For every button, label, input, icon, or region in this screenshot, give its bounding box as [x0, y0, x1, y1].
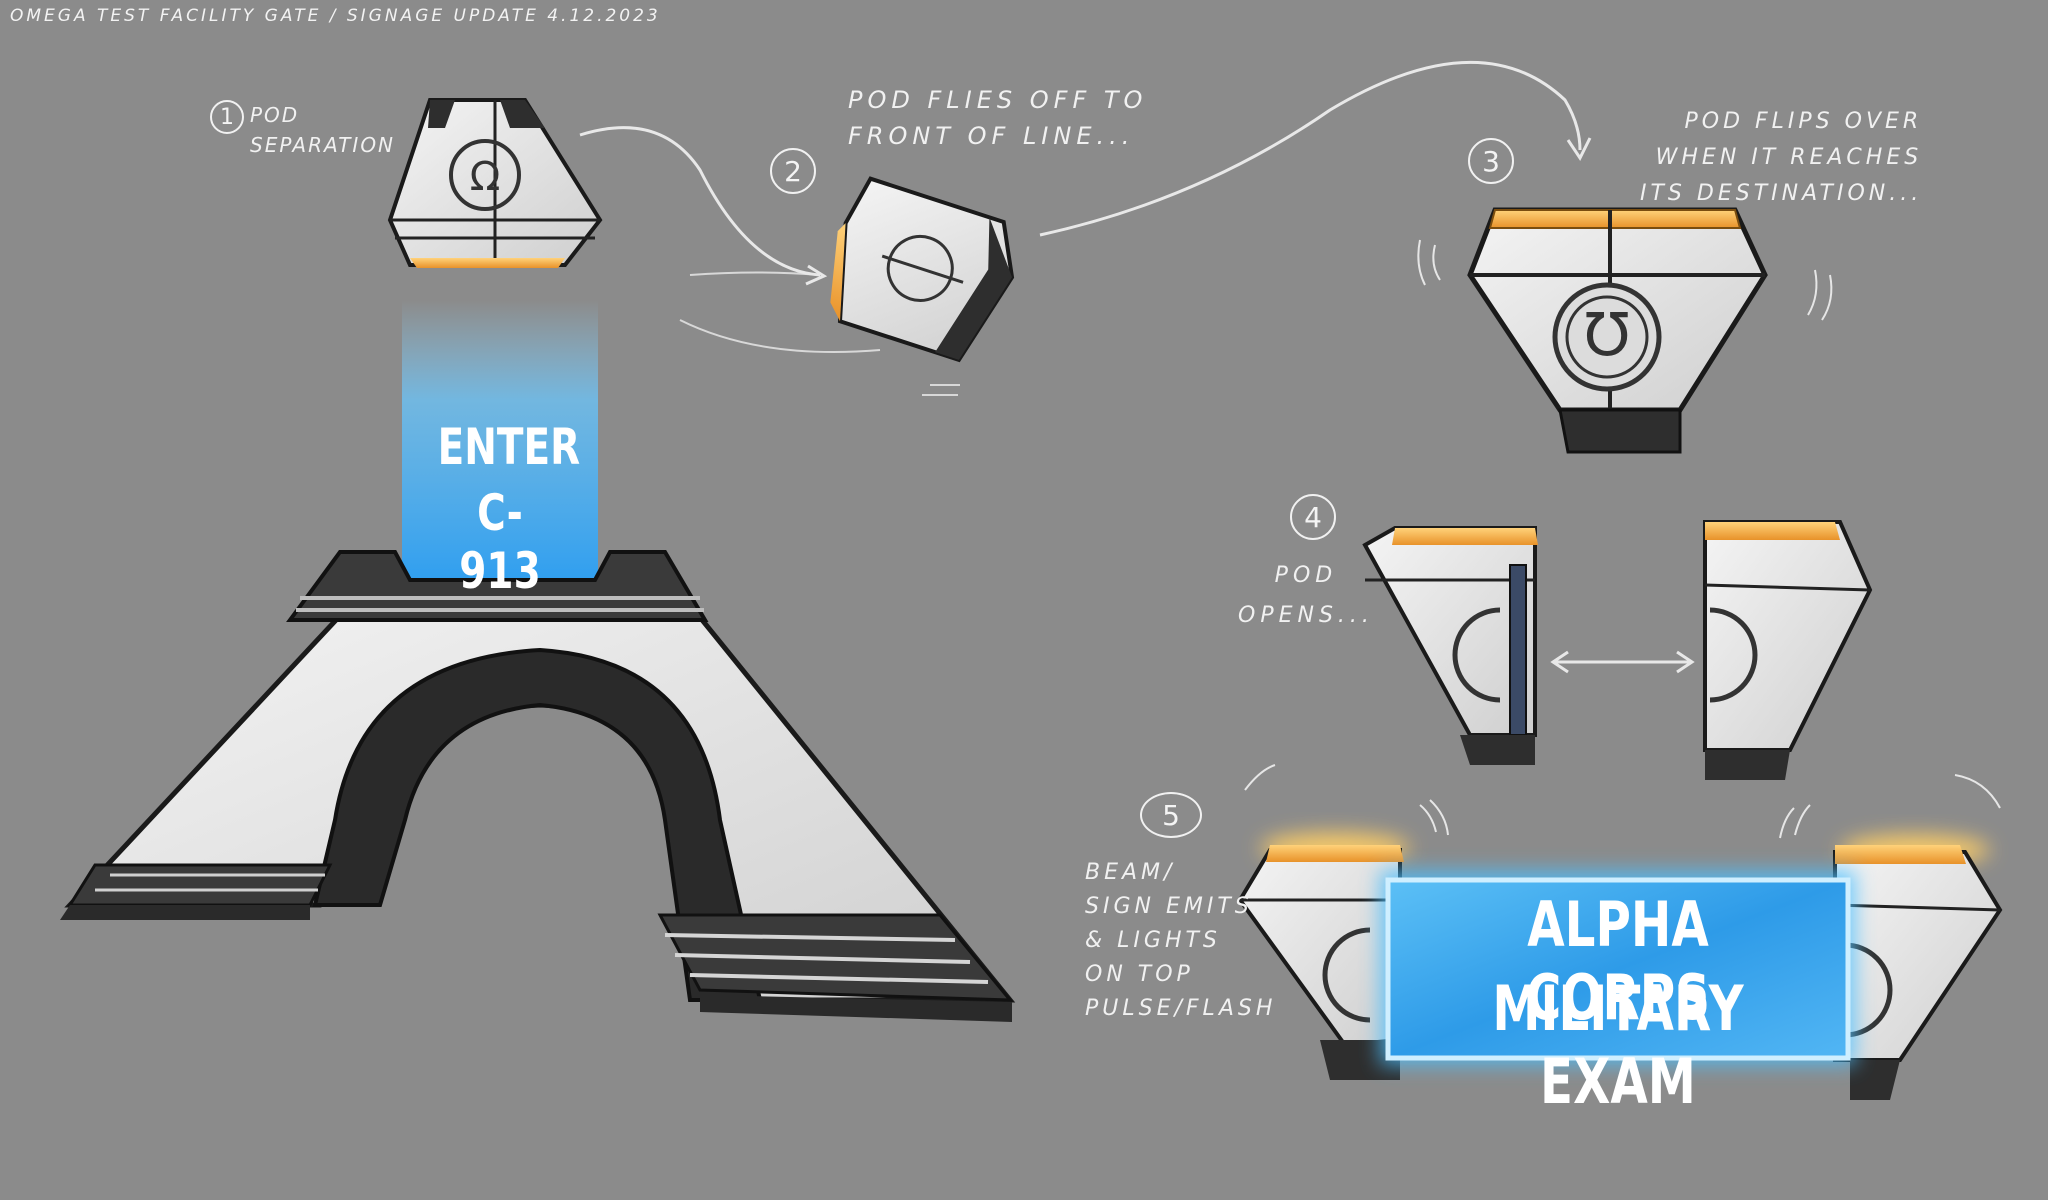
- gate-left-stripes: [60, 863, 333, 920]
- banner-screen: [1385, 877, 1851, 1061]
- step-1-badge: 1: [210, 100, 244, 134]
- gate-beam: [402, 300, 598, 585]
- gate-sign-line1: ENTER: [437, 418, 581, 476]
- pod-open-left: [1362, 526, 1538, 765]
- step-3-label: Pod flips over when it reaches its desti…: [1640, 109, 1923, 206]
- pod-banner-right: [1833, 845, 2003, 1100]
- step-2-badge: 2: [770, 148, 816, 194]
- banner-line1: ALPHA CORPS: [1525, 888, 1711, 1034]
- gate-arch: [60, 300, 1016, 1022]
- banner-line2: MILITARY EXAM: [1492, 972, 1744, 1118]
- svg-text:Ω: Ω: [470, 154, 501, 200]
- pod-banner-left: [1237, 845, 1404, 1080]
- pod-open-right: [1703, 520, 1873, 780]
- double-arrow-icon: [1550, 650, 1695, 674]
- step-1-label: Pod Separation: [250, 103, 396, 157]
- pod-flipped: Ω: [1467, 207, 1768, 454]
- step-3-badge: 3: [1468, 138, 1514, 184]
- arrow-2-to-3: [1039, 60, 1582, 237]
- gate-arch-ring: [312, 647, 763, 1002]
- step-5-label: Beam/ Sign emits & lights on top pulse/f…: [1085, 860, 1277, 1021]
- page-title: Omega Test Facility Gate / Signage Updat…: [10, 6, 661, 26]
- omega-logo-icon: [449, 139, 521, 211]
- step-5-badge: 5: [1140, 792, 1202, 838]
- gate-sign-line2: C-913: [459, 484, 541, 600]
- svg-text:Ω: Ω: [1584, 297, 1630, 367]
- omega-logo-icon: [1552, 282, 1662, 392]
- pod-separation: Ω: [387, 98, 603, 268]
- step-4-label: Pod opens...: [1238, 563, 1374, 628]
- pod-flying: [830, 176, 1015, 363]
- arrow-1-to-2: [579, 126, 821, 277]
- step-2-label: Pod flies off to front of line...: [848, 86, 1148, 150]
- gate-right-stripes: [657, 913, 1014, 1022]
- step-4-badge: 4: [1290, 494, 1336, 540]
